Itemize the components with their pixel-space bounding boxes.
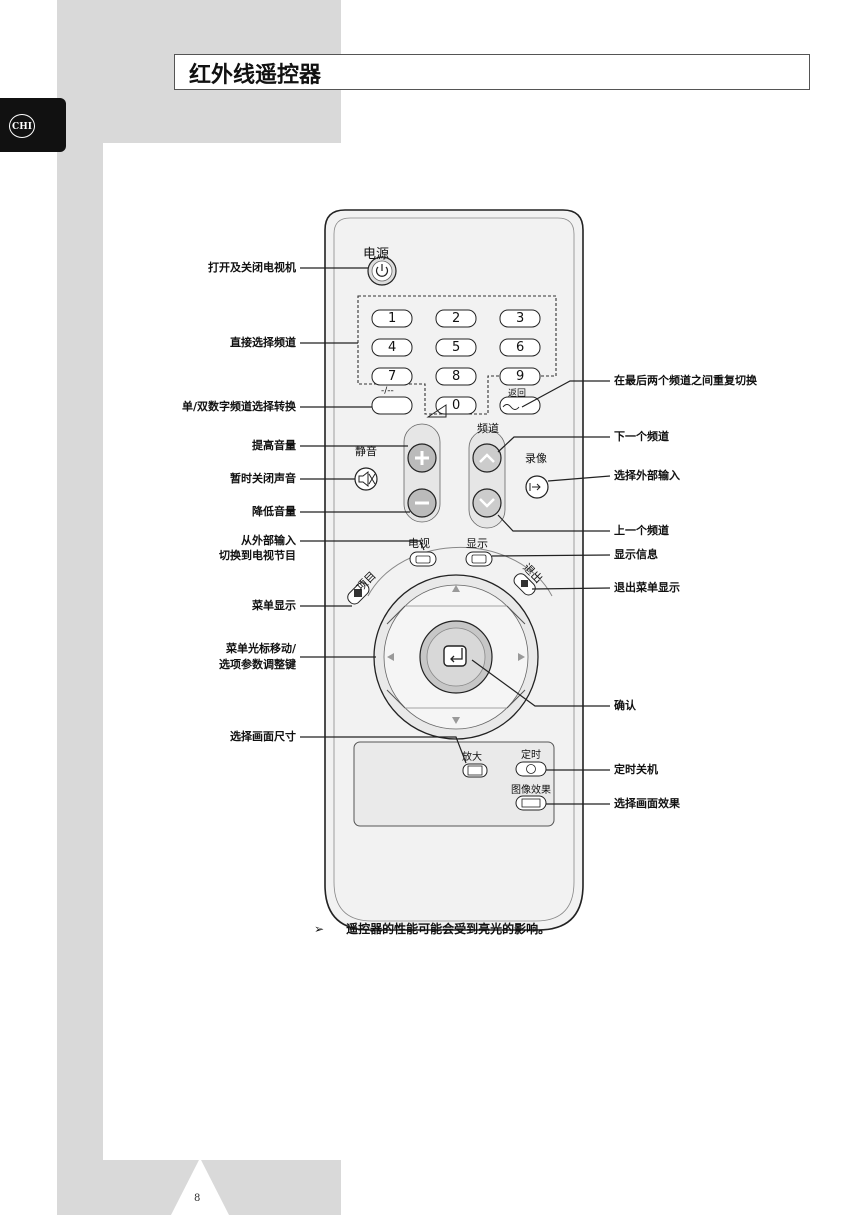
dash-key (371, 396, 413, 415)
mute-icon (358, 470, 369, 488)
callout-volume-down: 降低音量 (252, 505, 296, 518)
key-2: 2 (452, 311, 461, 326)
callout-timer: 定时关机 (614, 763, 658, 776)
power-label: 电源 (363, 247, 390, 262)
display-label: 显示 (466, 537, 488, 550)
zoom-label: 放大 (462, 752, 482, 763)
callout-power: 打开及关闭电视机 (208, 261, 296, 274)
clock-icon (526, 764, 536, 774)
menu-arc (367, 546, 553, 597)
picture-effect-icon (521, 798, 541, 808)
picture-effect-button (515, 795, 547, 811)
callout-tv-1: 从外部输入 (241, 534, 296, 547)
channel-label: 频道 (477, 422, 499, 435)
key-9: 9 (516, 369, 525, 384)
chevron-up-icon (479, 453, 495, 463)
callout-enter: 确认 (614, 699, 636, 712)
callout-number-keys: 直接选择频道 (230, 336, 296, 349)
callout-dash: 单/双数字频道选择转换 (181, 400, 296, 413)
callout-volume-up: 提高音量 (252, 439, 296, 452)
callout-channel-down: 上一个频道 (614, 524, 669, 537)
channel-down-button (472, 488, 502, 518)
zoom-icon (467, 765, 483, 776)
key-7: 7 (388, 369, 397, 384)
callout-vcr: 选择外部输入 (614, 469, 680, 482)
display-button (465, 551, 493, 567)
return-label: 返回 (508, 389, 527, 399)
volume-icon (426, 404, 447, 418)
return-key (499, 396, 541, 415)
callout-lines (300, 267, 611, 805)
enter-icon (443, 645, 467, 667)
callout-tv-2: 切换到电视节目 (219, 549, 296, 562)
callout-exit: 退出菜单显示 (614, 581, 680, 594)
key-8: 8 (452, 369, 461, 384)
info-icon (471, 554, 487, 564)
page-number-triangle (171, 1158, 229, 1215)
zoom-button (462, 763, 488, 778)
input-icon (532, 483, 541, 491)
key-4: 4 (388, 340, 397, 355)
callout-display: 显示信息 (614, 548, 658, 561)
key-6: 6 (516, 340, 525, 355)
key-1: 1 (388, 311, 397, 326)
page-title: 红外线遥控器 (189, 62, 322, 88)
note-text: 遥控器的性能可能会受到亮光的影响。 (346, 922, 551, 936)
channel-up-button (472, 443, 502, 473)
key-3: 3 (516, 311, 525, 326)
callout-zoom: 选择画面尺寸 (230, 730, 296, 743)
callout-channel-up: 下一个频道 (614, 430, 669, 443)
tv-label: 电视 (408, 537, 430, 550)
callout-mute: 暂时关闭声音 (230, 472, 296, 485)
callout-cursor-1: 菜单光标移动/ (225, 642, 296, 655)
key-0: 0 (452, 398, 461, 413)
tv-button (409, 551, 437, 567)
key-5: 5 (452, 340, 461, 355)
down-arrow-icon (452, 717, 460, 724)
exit-icon (521, 580, 528, 587)
flap-panel (353, 741, 555, 827)
right-arrow-icon (518, 653, 525, 661)
title-box: 红外线遥控器 (174, 54, 810, 90)
return-icon (502, 404, 520, 410)
note-arrow-icon: ➢ (314, 922, 325, 936)
up-arrow-icon (452, 585, 460, 592)
note: ➢ 遥控器的性能可能会受到亮光的影响。 (314, 920, 550, 937)
callout-picture-effect: 选择画面效果 (614, 797, 680, 810)
left-arrow-icon (387, 653, 394, 661)
dash-label: -/-- (381, 386, 394, 396)
callout-menu: 菜单显示 (252, 599, 296, 612)
power-icon (375, 266, 389, 277)
picture-effect-label: 图像效果 (511, 785, 551, 796)
mute-button (354, 467, 378, 491)
plus-icon (415, 451, 429, 465)
callout-cursor-2: 选项参数调整键 (219, 658, 296, 671)
timer-label: 定时 (521, 750, 541, 761)
callout-return: 在最后两个频道之间重复切换 (614, 374, 757, 387)
vcr-label: 录像 (525, 452, 547, 465)
chevron-down-icon (479, 498, 495, 508)
tv-icon (415, 555, 431, 564)
menu-icon (354, 589, 362, 597)
language-badge: CHI (9, 114, 35, 138)
sidebar-band (57, 0, 103, 1215)
mute-label: 静音 (355, 445, 377, 458)
page-number: 8 (194, 1193, 201, 1204)
timer-button (515, 761, 547, 777)
